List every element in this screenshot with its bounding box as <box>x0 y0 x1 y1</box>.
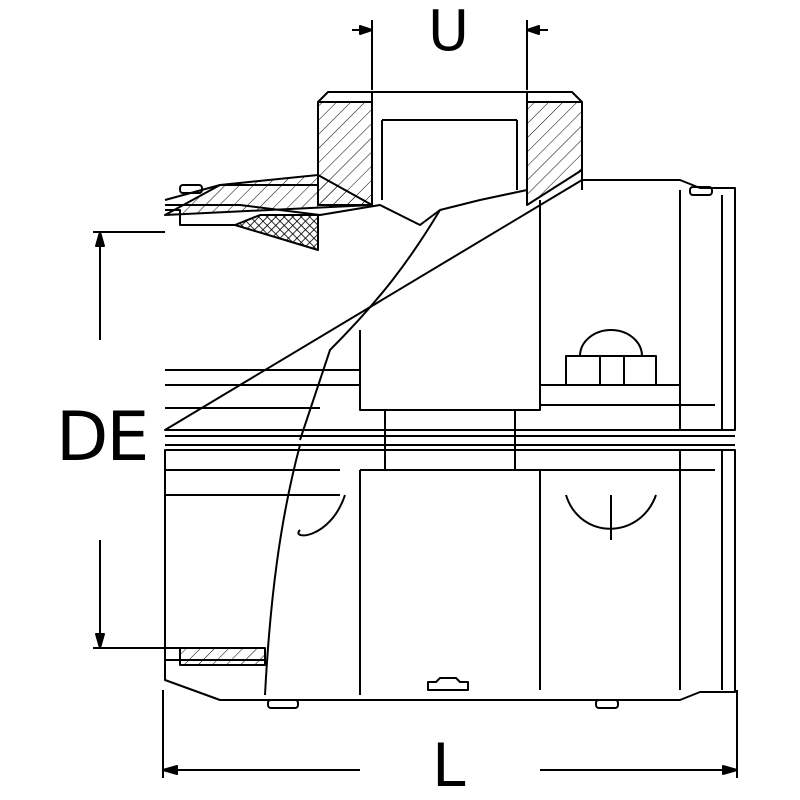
dimension-de <box>93 231 165 649</box>
dimension-label-de: DE <box>56 398 149 477</box>
dimension-l <box>162 690 738 778</box>
upper-body <box>164 174 736 441</box>
dimension-u <box>352 20 548 90</box>
lower-body <box>164 444 736 709</box>
bolt-nut <box>565 355 657 385</box>
outlet-boss <box>317 91 583 206</box>
dimension-label-u: U <box>428 0 469 64</box>
dimension-label-l: L <box>432 731 466 800</box>
parting-line <box>165 410 735 470</box>
